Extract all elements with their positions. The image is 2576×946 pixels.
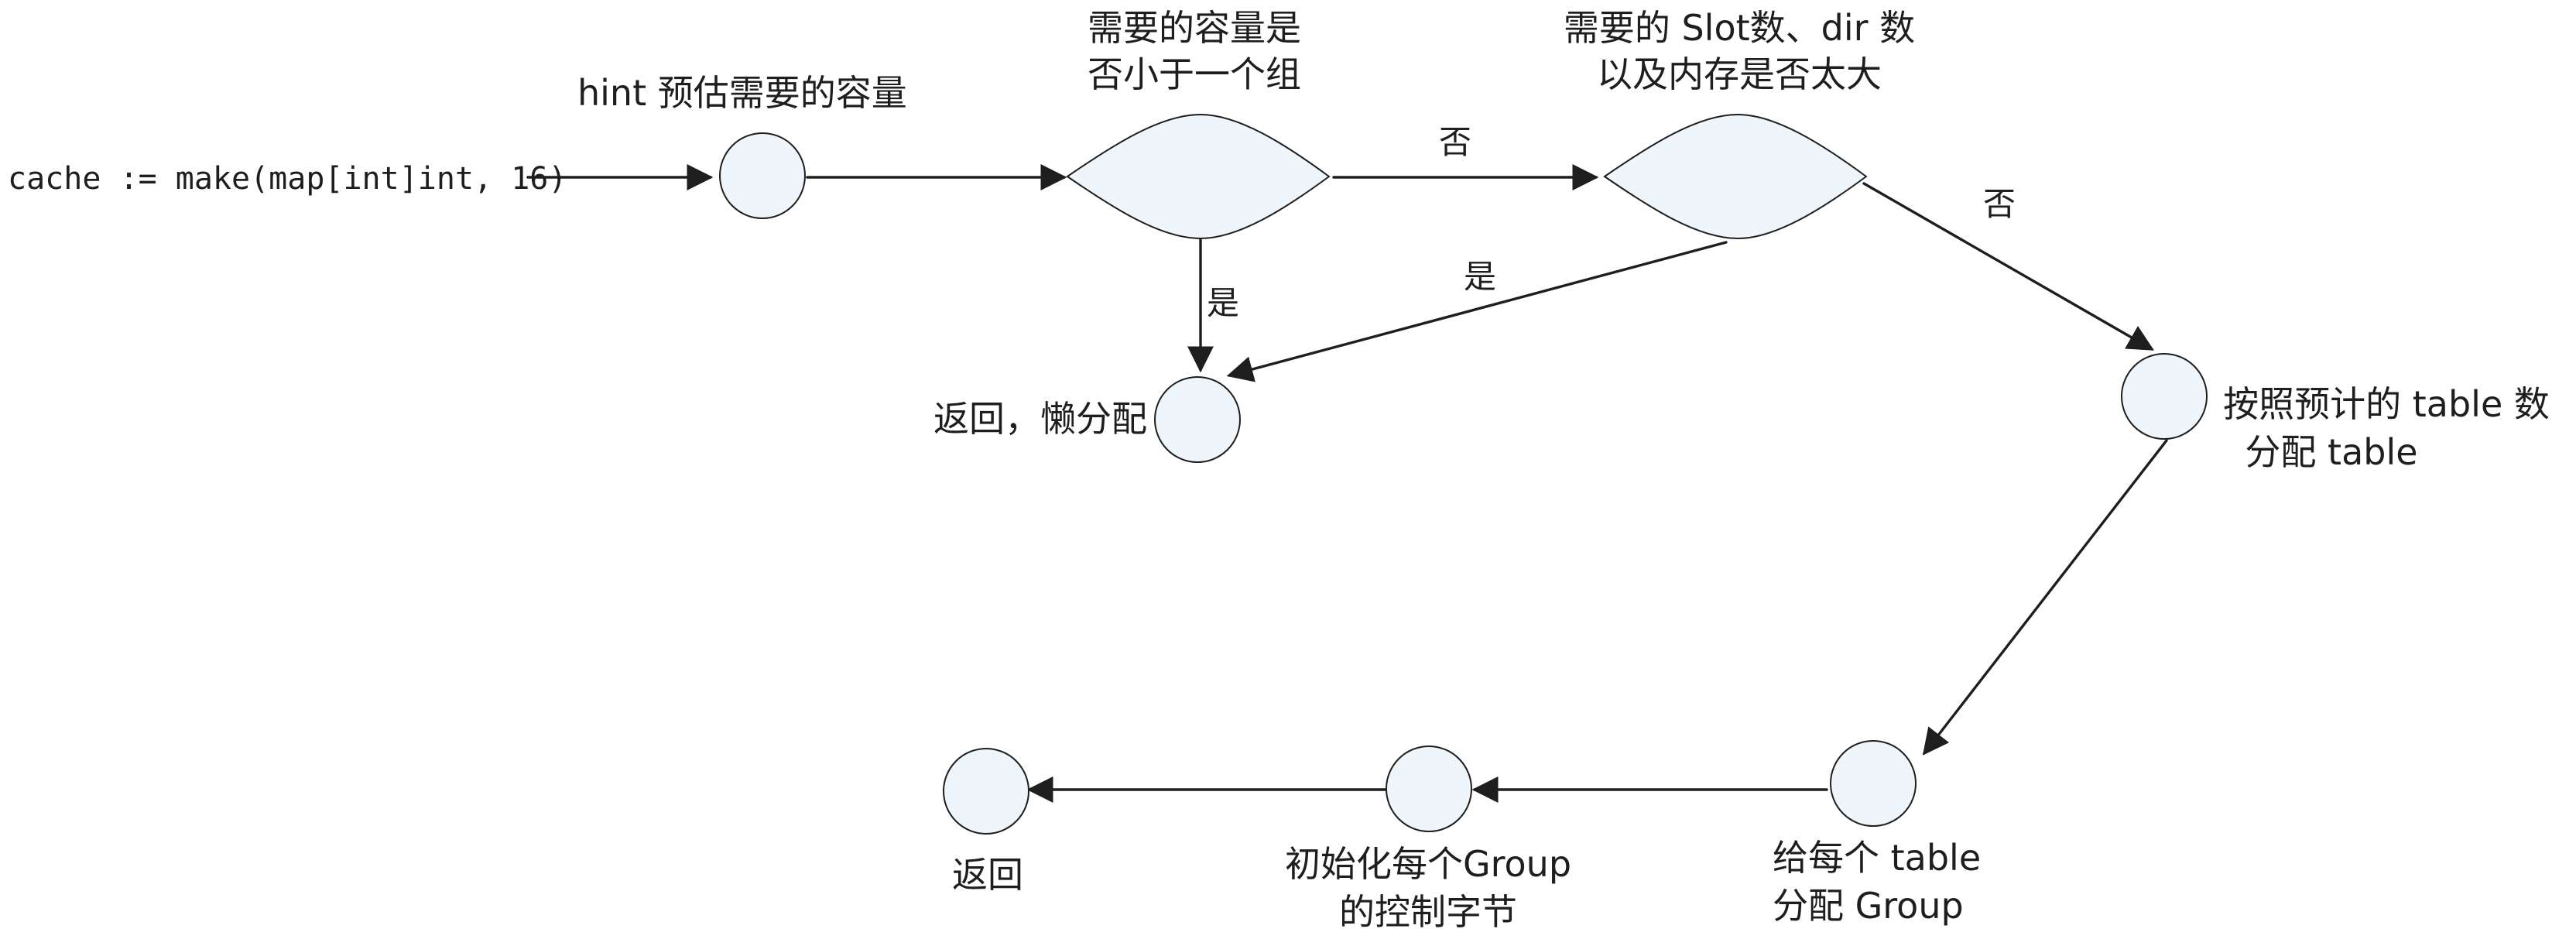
edge-no-label-1: 否 xyxy=(1439,123,1471,161)
alloc-group-label-line2: 分配 Group xyxy=(1773,885,1964,927)
decision1-label-line2: 否小于一个组 xyxy=(1088,53,1301,95)
hint-node[interactable] xyxy=(719,132,806,219)
alloc-table-node[interactable] xyxy=(2121,353,2208,440)
edge-decision2-to-lazy xyxy=(1226,241,1728,382)
alloc-group-label-line1: 给每个 table xyxy=(1773,837,1981,879)
lazy-alloc-label: 返回，懒分配 xyxy=(933,398,1147,440)
init-ctrl-node[interactable] xyxy=(1386,745,1472,832)
edge-alloc-table-to-alloc-group xyxy=(1922,439,2168,756)
alloc-group-node[interactable] xyxy=(1830,740,1917,827)
init-ctrl-label-line2: 的控制字节 xyxy=(1339,891,1517,933)
start-label: cache := make(map[int]int, 16) xyxy=(8,161,567,197)
decision2-label-line2: 以及内存是否太大 xyxy=(1597,53,1882,95)
init-ctrl-label-line1: 初始化每个Group xyxy=(1285,843,1571,885)
end-label: 返回 xyxy=(952,854,1023,896)
edge-yes-label-1: 是 xyxy=(1207,284,1239,322)
decision2-node[interactable] xyxy=(1603,113,1868,240)
edge-yes-label-2: 是 xyxy=(1464,258,1496,296)
alloc-table-label-line1: 按照预计的 table 数 xyxy=(2223,383,2550,425)
decision1-node[interactable] xyxy=(1066,113,1331,240)
edge-decision2-to-alloc-table xyxy=(1862,182,2154,351)
decision2-label-line1: 需要的 Slot数、dir 数 xyxy=(1564,7,1915,49)
decision1-label-line1: 需要的容量是 xyxy=(1088,7,1301,49)
hint-label: hint 预估需要的容量 xyxy=(577,72,907,114)
alloc-table-label-line2: 分配 table xyxy=(2245,431,2417,473)
edge-no-label-2: 否 xyxy=(1983,185,2016,223)
end-node[interactable] xyxy=(943,748,1029,835)
lazy-alloc-node[interactable] xyxy=(1154,376,1241,463)
